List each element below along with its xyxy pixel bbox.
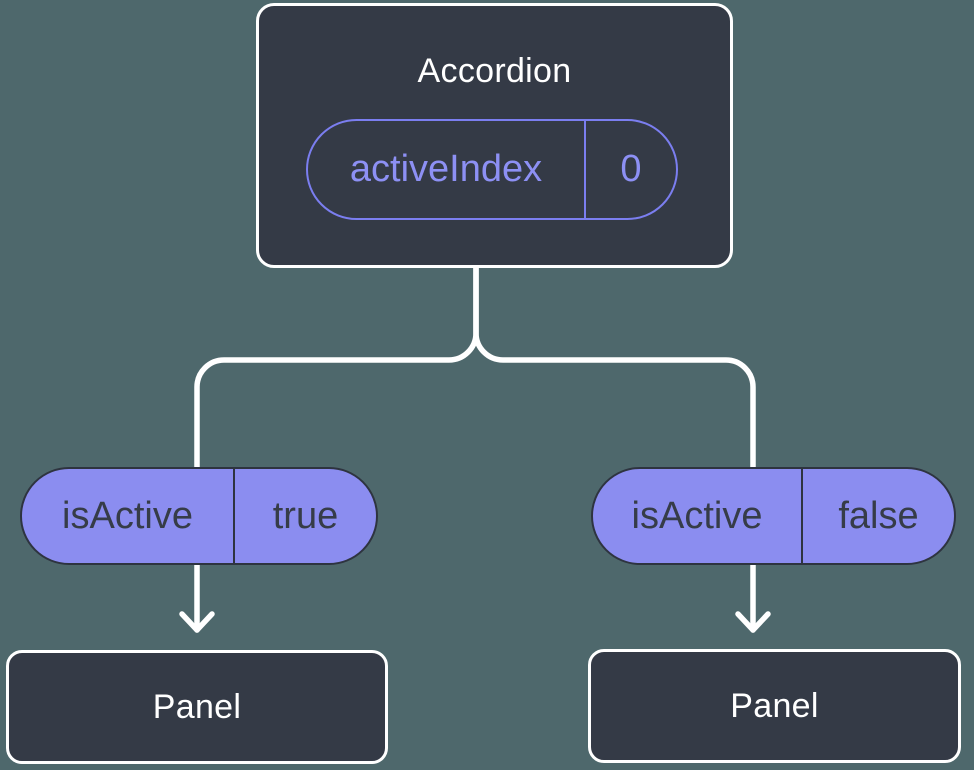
accordion-node: Accordion activeIndex 0	[256, 3, 733, 268]
state-pill-value: 0	[620, 148, 642, 190]
state-pill-name: activeIndex	[308, 121, 586, 218]
prop-pill-left-name: isActive	[22, 469, 235, 563]
panel-node-left-label: Panel	[152, 687, 242, 726]
prop-pill-left: isActive true	[20, 467, 378, 565]
panel-node-right: Panel	[588, 649, 961, 763]
state-pill: activeIndex 0	[306, 119, 678, 220]
prop-pill-left-value: true	[272, 494, 339, 537]
arrow-down-icon	[735, 611, 771, 633]
panel-node-right-label: Panel	[730, 686, 819, 725]
accordion-node-title: Accordion	[417, 52, 572, 90]
arrow-down-icon	[179, 611, 215, 633]
prop-pill-right: isActive false	[591, 467, 956, 565]
connector-right-branch	[473, 262, 756, 633]
prop-pill-right-value: false	[838, 494, 919, 537]
panel-node-left: Panel	[6, 650, 388, 764]
prop-pill-right-name: isActive	[593, 469, 803, 563]
connector-left-branch	[194, 262, 479, 633]
